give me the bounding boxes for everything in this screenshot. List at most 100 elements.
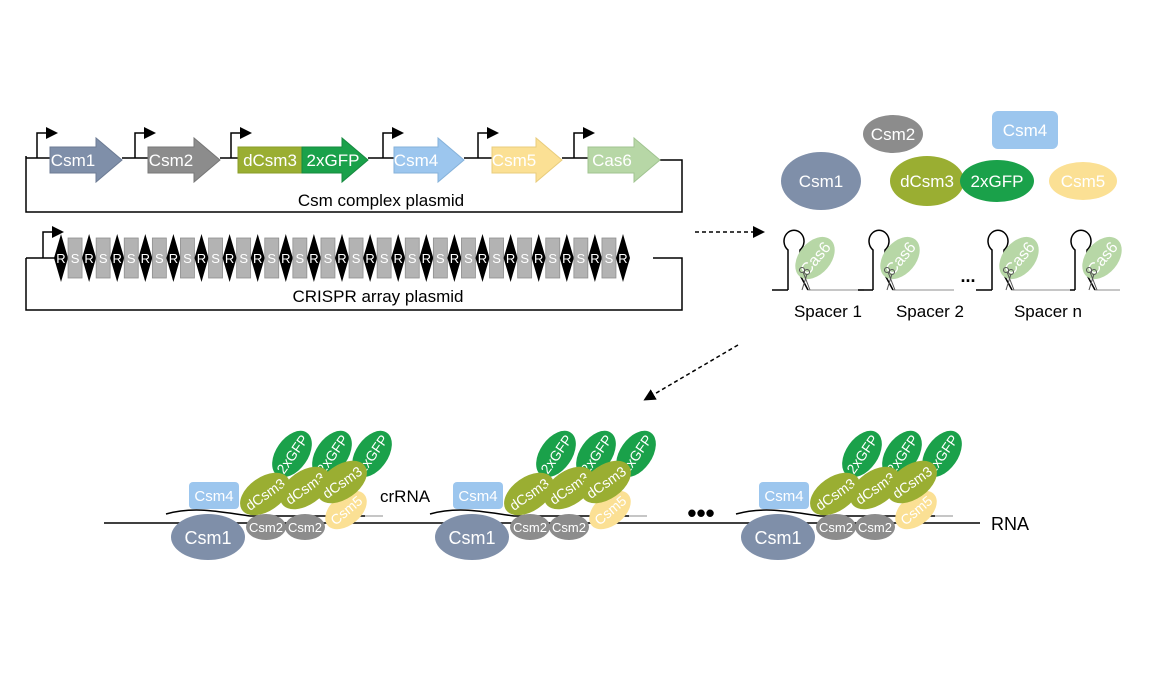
gene-label: Csm1: [51, 151, 95, 170]
gene-csm2: Csm2: [147, 136, 221, 184]
protein-dcsm3-gfp: dCsm3 2xGFP: [890, 156, 1034, 206]
spacer: S: [489, 237, 504, 279]
repeat: R: [54, 234, 68, 282]
csm2-protein: Csm2: [510, 514, 550, 540]
svg-text:S: S: [380, 251, 389, 266]
spacer: S: [348, 237, 364, 279]
repeat: R: [166, 234, 181, 282]
scissors-icon: [1086, 267, 1098, 291]
svg-text:S: S: [436, 251, 445, 266]
csm1-protein: Csm1: [435, 514, 509, 560]
csm1-protein: Csm1: [741, 514, 815, 560]
gene-label: Csm2: [149, 151, 193, 170]
gene-csm4: Csm4: [393, 136, 465, 184]
spacer: S: [180, 237, 195, 279]
scissors-icon: [1003, 267, 1015, 291]
spacer: S: [264, 237, 280, 279]
processing-unit: Cas6: [976, 229, 1070, 291]
csm-complex-plasmid: Csm1 Csm2 dCsm3 2xGFP Csm4 Csm5 Cas6 Csm…: [25, 127, 683, 213]
svg-text:2xGFP: 2xGFP: [971, 172, 1024, 191]
svg-text:R: R: [534, 251, 543, 266]
spacer-ellipsis: ...: [960, 266, 975, 286]
svg-text:Csm1: Csm1: [799, 172, 843, 191]
spacer: S: [236, 237, 252, 279]
processing-unit: Cas6: [772, 229, 864, 291]
csm1-protein: Csm1: [171, 514, 245, 560]
svg-text:R: R: [197, 251, 206, 266]
repeat: R: [250, 234, 265, 282]
spacer: S: [151, 237, 167, 279]
svg-text:R: R: [394, 251, 403, 266]
repeat: R: [306, 234, 321, 282]
spacer-1-label: Spacer 1: [794, 302, 862, 321]
csm2-protein: Csm2: [246, 514, 286, 540]
svg-text:R: R: [337, 251, 346, 266]
svg-text:R: R: [422, 251, 431, 266]
svg-text:S: S: [352, 251, 361, 266]
svg-text:S: S: [155, 251, 164, 266]
svg-text:R: R: [56, 251, 65, 266]
svg-text:R: R: [141, 251, 150, 266]
svg-text:S: S: [605, 251, 614, 266]
svg-text:S: S: [71, 251, 80, 266]
repeat: R: [587, 234, 602, 282]
spacer-labels: Spacer 1 Spacer 2 Spacer n ...: [794, 266, 1082, 321]
repeat: R: [503, 234, 518, 282]
repeat: R: [363, 234, 378, 282]
svg-text:S: S: [99, 251, 108, 266]
svg-text:Csm1: Csm1: [184, 528, 231, 548]
scissors-icon: [884, 267, 896, 291]
cas6-protein: Cas6: [999, 236, 1039, 280]
spacer-2-label: Spacer 2: [896, 302, 964, 321]
csm4-protein: Csm4: [453, 482, 503, 509]
repeat: R: [194, 234, 209, 282]
repeat: R: [475, 234, 490, 282]
spacer: S: [517, 237, 533, 279]
spacer: S: [404, 237, 420, 279]
csm2-protein: Csm2: [285, 514, 325, 540]
svg-text:R: R: [253, 251, 262, 266]
spacer: S: [376, 237, 392, 279]
promoter-icon: [42, 226, 64, 258]
svg-text:Csm4: Csm4: [458, 488, 497, 505]
csm2-protein: Csm2: [855, 514, 895, 540]
cas6-protein: Cas6: [880, 236, 920, 280]
svg-text:dCsm3: dCsm3: [900, 172, 954, 191]
plasmid2-label: CRISPR array plasmid: [293, 287, 464, 306]
dcsm3-protein: dCsm3: [810, 472, 860, 516]
protein-csm4: Csm4: [992, 111, 1058, 149]
svg-text:Csm2: Csm2: [858, 520, 892, 535]
csm4-protein: Csm4: [189, 482, 239, 509]
svg-text:S: S: [211, 251, 220, 266]
repeat: R: [419, 234, 434, 282]
processing-unit: Cas6: [858, 229, 954, 291]
svg-text:Csm1: Csm1: [448, 528, 495, 548]
svg-text:S: S: [548, 251, 557, 266]
svg-text:R: R: [618, 251, 627, 266]
crrna-label: crRNA: [380, 487, 431, 506]
svg-text:Csm4: Csm4: [764, 488, 803, 505]
svg-text:R: R: [562, 251, 571, 266]
spacer: S: [292, 237, 308, 279]
spacer: S: [123, 237, 139, 279]
spacer: S: [95, 237, 111, 279]
svg-text:S: S: [408, 251, 417, 266]
repeat: R: [335, 234, 349, 282]
svg-text:R: R: [281, 251, 290, 266]
gene-csm5: Csm5: [491, 136, 563, 184]
plasmid1-label: Csm complex plasmid: [298, 191, 464, 210]
svg-text:S: S: [520, 251, 529, 266]
spacer: S: [320, 237, 336, 279]
gene-label: 2xGFP: [307, 151, 360, 170]
dashed-arrow-down: [643, 344, 739, 401]
svg-text:Csm2: Csm2: [288, 520, 322, 535]
spacer: S: [573, 237, 589, 279]
svg-text:R: R: [506, 251, 515, 266]
repeat: R: [531, 234, 546, 282]
